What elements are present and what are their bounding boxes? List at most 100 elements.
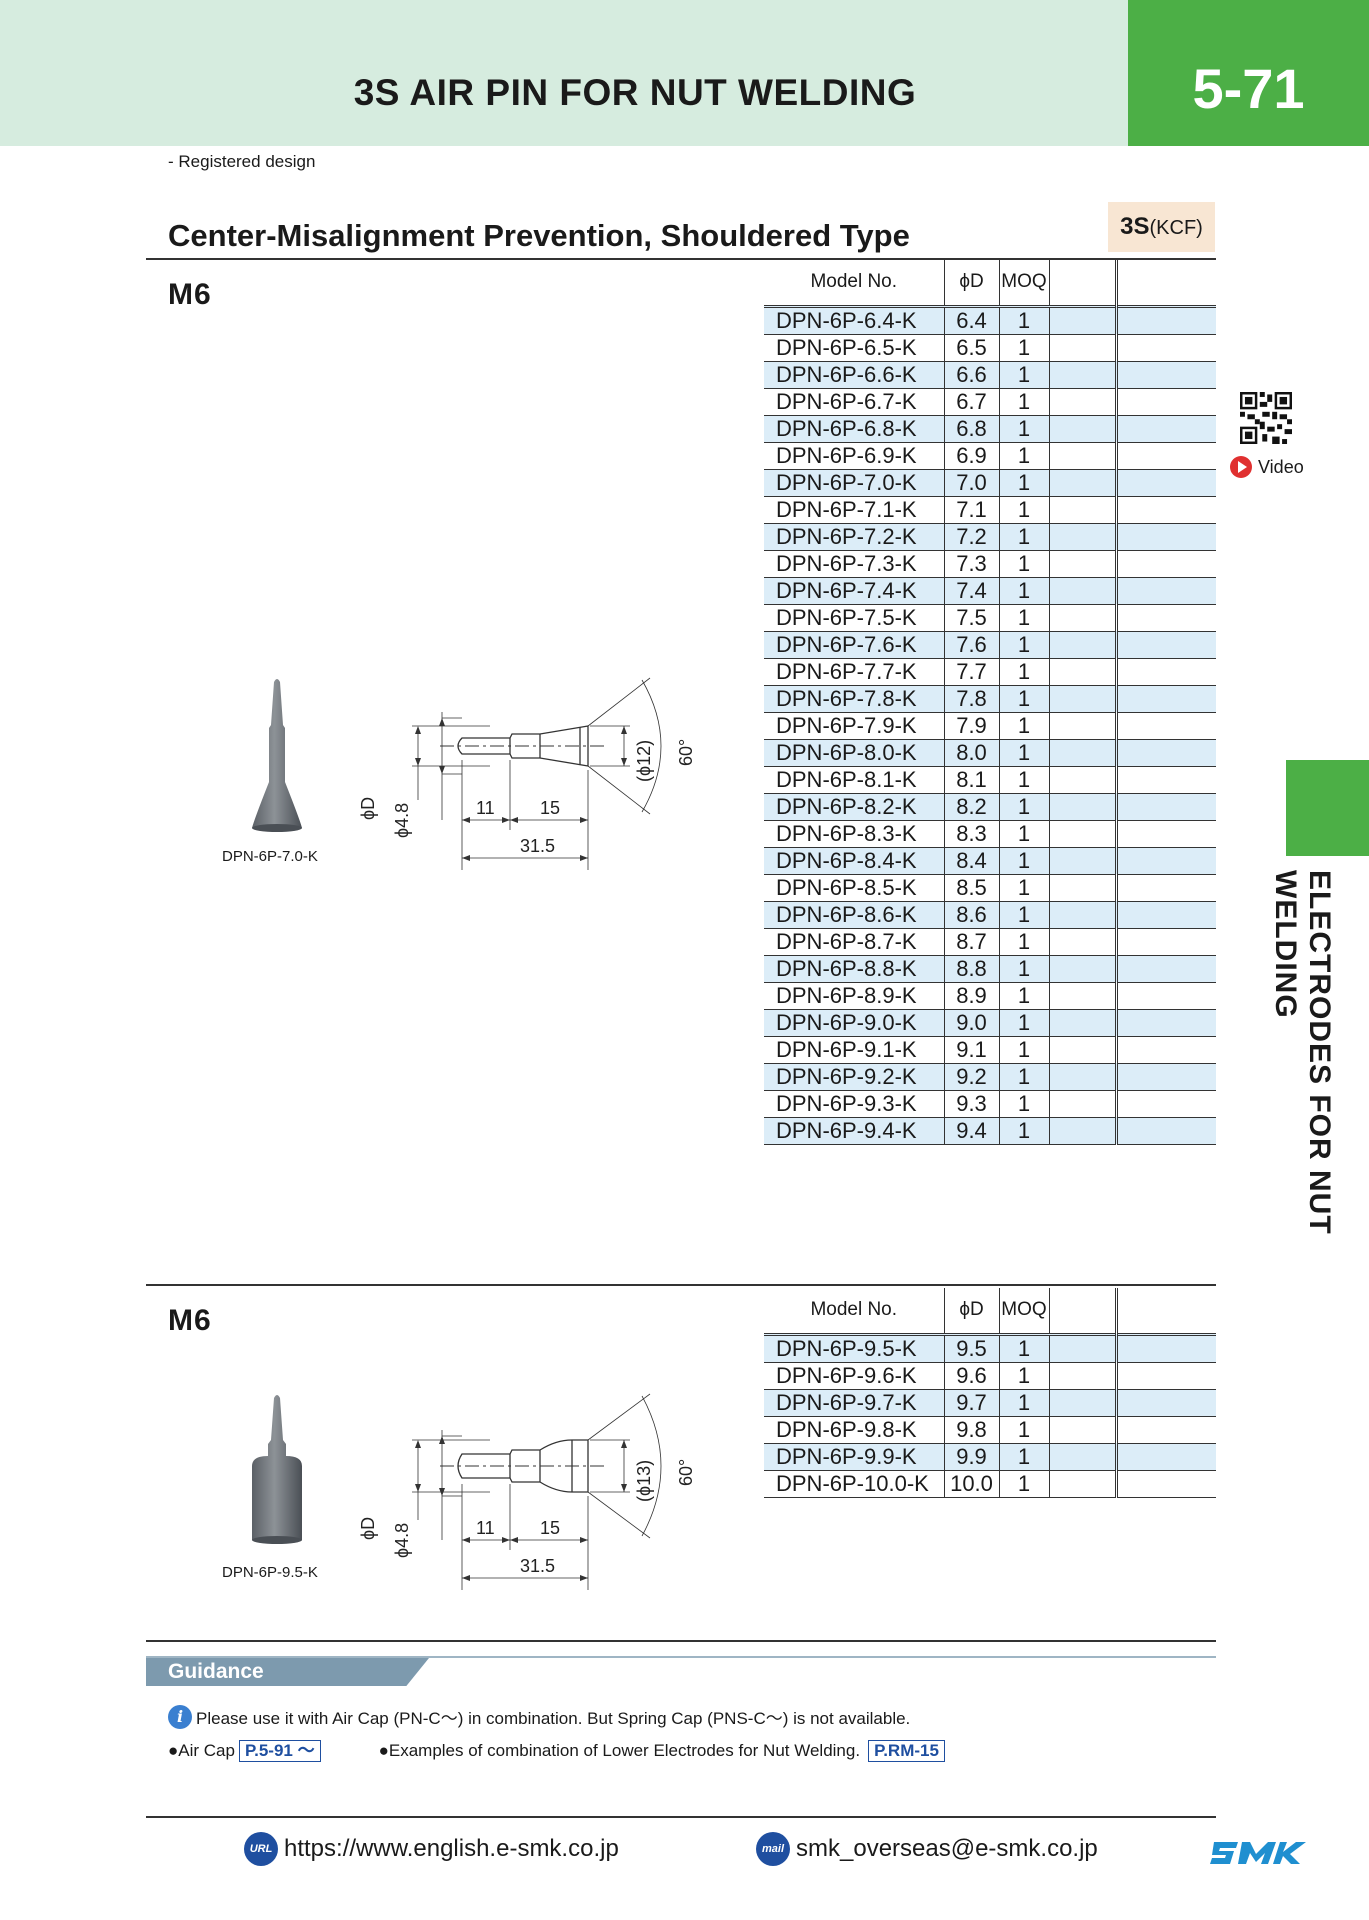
dim-phi-d: ϕD (358, 1517, 378, 1540)
diameter-cell: 7.6 (943, 631, 999, 659)
footer-email-link[interactable]: mail smk_overseas@e-smk.co.jp (756, 1832, 1098, 1866)
footer-url-link[interactable]: URL https://www.english.e-smk.co.jp (244, 1832, 619, 1866)
model-number-cell: DPN-6P-8.9-K (764, 982, 944, 1010)
moq-cell: 1 (998, 496, 1049, 524)
size-label-2: M6 (168, 1304, 212, 1337)
dim-15: 15 (540, 798, 560, 818)
dim-11: 11 (476, 1518, 495, 1538)
blank-cell (1114, 1090, 1216, 1118)
dim-phi-4-8: ϕ4.8 (392, 1523, 412, 1558)
block-divider (146, 1284, 1216, 1286)
series-badge: 3S(KCF) (1108, 202, 1215, 252)
blank-cell (1048, 577, 1116, 605)
dim-angle: 60° (676, 1459, 696, 1486)
model-number-cell: DPN-6P-7.5-K (764, 604, 944, 632)
qr-code-icon[interactable] (1240, 392, 1292, 444)
diameter-cell: 8.0 (943, 739, 999, 767)
aircap-page-link[interactable]: P.5-91 〜 (238, 1740, 321, 1762)
examples-label: ●Examples of combination of Lower Electr… (378, 1741, 861, 1760)
model-number-cell: DPN-6P-6.6-K (764, 361, 944, 389)
model-number-cell: DPN-6P-9.4-K (764, 1117, 944, 1145)
blank-cell (1114, 550, 1216, 578)
blank-cell (1048, 388, 1116, 416)
footer-email-text: smk_overseas@e-smk.co.jp (796, 1835, 1098, 1862)
diameter-cell: 6.4 (943, 306, 999, 335)
model-number-cell: DPN-6P-7.8-K (764, 685, 944, 713)
moq-cell: 1 (998, 847, 1049, 875)
blank-cell (1114, 847, 1216, 875)
blank-cell (1048, 361, 1116, 389)
diameter-cell: 7.2 (943, 523, 999, 551)
blank-cell (1048, 1389, 1116, 1417)
guidance-label: Guidance (146, 1658, 429, 1686)
dim-31-5: 31.5 (520, 836, 555, 856)
model-number-cell: DPN-6P-8.2-K (764, 793, 944, 821)
blank-cell (1114, 1036, 1216, 1064)
model-number-cell: DPN-6P-7.9-K (764, 712, 944, 740)
diameter-cell: 9.6 (943, 1362, 999, 1390)
moq-cell: 1 (998, 361, 1049, 389)
model-number-cell: DPN-6P-10.0-K (764, 1470, 944, 1498)
mail-badge-icon: mail (756, 1832, 790, 1866)
model-number-cell: DPN-6P-6.4-K (764, 306, 944, 335)
moq-cell: 1 (998, 1009, 1049, 1037)
blank-cell (1048, 982, 1116, 1010)
blank-cell (1114, 928, 1216, 956)
model-number-cell: DPN-6P-6.9-K (764, 442, 944, 470)
diameter-cell: 9.0 (943, 1009, 999, 1037)
diameter-cell: 9.3 (943, 1090, 999, 1118)
examples-page-link[interactable]: P.RM-15 (868, 1740, 945, 1762)
diameter-cell: 7.8 (943, 685, 999, 713)
smk-logo (1210, 1842, 1306, 1864)
moq-cell: 1 (998, 739, 1049, 767)
blank-cell (1114, 306, 1216, 335)
blank-cell (1114, 442, 1216, 470)
guidance-info: i Please use it with Air Cap (PN-C〜) in … (168, 1704, 910, 1729)
footer-rule (146, 1816, 1216, 1818)
moq-cell: 1 (998, 442, 1049, 470)
blank-cell (1114, 1443, 1216, 1471)
model-number-cell: DPN-6P-8.3-K (764, 820, 944, 848)
blank-cell (1048, 469, 1116, 497)
dim-angle: 60° (676, 739, 696, 766)
guidance-line (146, 1656, 1216, 1658)
blank-cell (1114, 874, 1216, 902)
model-number-cell: DPN-6P-8.6-K (764, 901, 944, 929)
dim-31-5: 31.5 (520, 1556, 555, 1576)
model-number-cell: DPN-6P-8.5-K (764, 874, 944, 902)
blank-cell (1048, 1036, 1116, 1064)
info-icon: i (168, 1704, 192, 1729)
video-link[interactable]: Video (1230, 456, 1304, 478)
model-number-cell: DPN-6P-9.3-K (764, 1090, 944, 1118)
moq-cell: 1 (998, 1334, 1049, 1363)
page-number: 5-71 (1192, 57, 1305, 120)
blank-cell (1114, 1470, 1216, 1498)
blank-cell (1114, 1063, 1216, 1091)
moq-cell: 1 (998, 1443, 1049, 1471)
moq-cell: 1 (998, 874, 1049, 902)
blank-cell (1048, 685, 1116, 713)
blank-cell (1114, 901, 1216, 929)
guidance-info-text: Please use it with Air Cap (PN-C〜) in co… (196, 1709, 911, 1728)
moq-cell: 1 (998, 306, 1049, 335)
model-number-cell: DPN-6P-8.8-K (764, 955, 944, 983)
moq-cell: 1 (998, 820, 1049, 848)
blank-cell (1048, 1470, 1116, 1498)
blank-cell (1048, 1063, 1116, 1091)
diameter-cell: 8.1 (943, 766, 999, 794)
blank-cell (1048, 442, 1116, 470)
